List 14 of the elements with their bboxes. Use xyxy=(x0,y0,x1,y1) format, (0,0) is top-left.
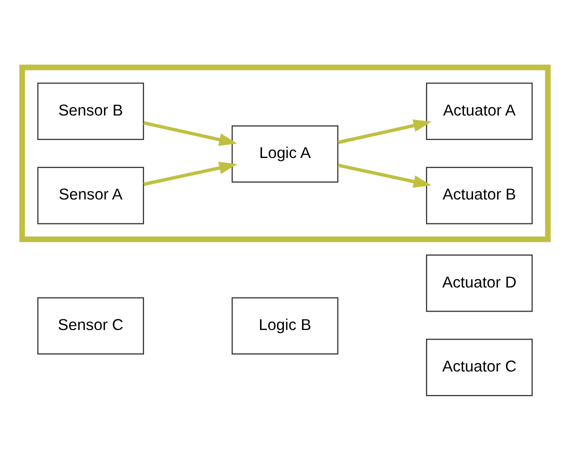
node-box: Sensor C xyxy=(37,296,144,354)
arrow xyxy=(143,161,238,186)
node-box: Logic A xyxy=(232,124,338,182)
node-box: Actuator B xyxy=(426,166,533,224)
node-box: Sensor A xyxy=(37,166,144,224)
arrow xyxy=(143,120,238,146)
node-box: Logic B xyxy=(232,296,338,354)
node-box: Actuator A xyxy=(426,82,533,140)
node-box: Actuator D xyxy=(426,254,533,312)
node-box: Actuator C xyxy=(426,338,533,396)
arrow xyxy=(338,118,432,144)
cluster xyxy=(19,64,551,242)
arrow xyxy=(338,163,432,188)
node-box: Sensor B xyxy=(37,82,144,140)
